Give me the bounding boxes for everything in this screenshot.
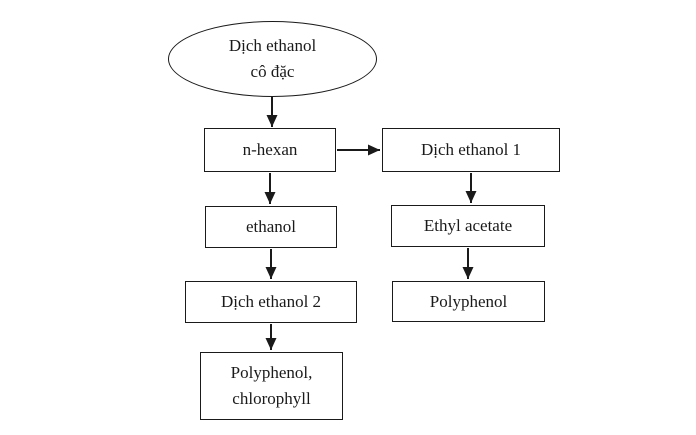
node-label: Dịch ethanol 1 (420, 140, 522, 159)
node-label: Ethyl acetate (423, 216, 513, 235)
node-label-line: Dịch ethanol (228, 36, 317, 55)
node-ethyl-acetate: Ethyl acetate (391, 205, 545, 247)
node-polyphenol-chlorophyll: Polyphenol, chlorophyll (200, 352, 343, 420)
node-label: n-hexan (242, 140, 298, 159)
node-dich-ethanol-2: Dịch ethanol 2 (185, 281, 357, 323)
node-label-line: Polyphenol, (230, 363, 313, 382)
node-n-hexan: n-hexan (204, 128, 336, 172)
node-label: Polyphenol (429, 291, 508, 311)
node-label: Dịch ethanol 2 (220, 292, 322, 311)
node-polyphenol: Polyphenol (392, 281, 545, 322)
node-label-line: chlorophyll (232, 389, 311, 408)
node-label-line: cô đặc (250, 62, 295, 81)
node-label: ethanol (245, 217, 297, 236)
node-dich-ethanol-co-dac: Dịch ethanol cô đặc (168, 21, 377, 97)
node-ethanol: ethanol (205, 206, 337, 248)
node-dich-ethanol-1: Dịch ethanol 1 (382, 128, 560, 172)
